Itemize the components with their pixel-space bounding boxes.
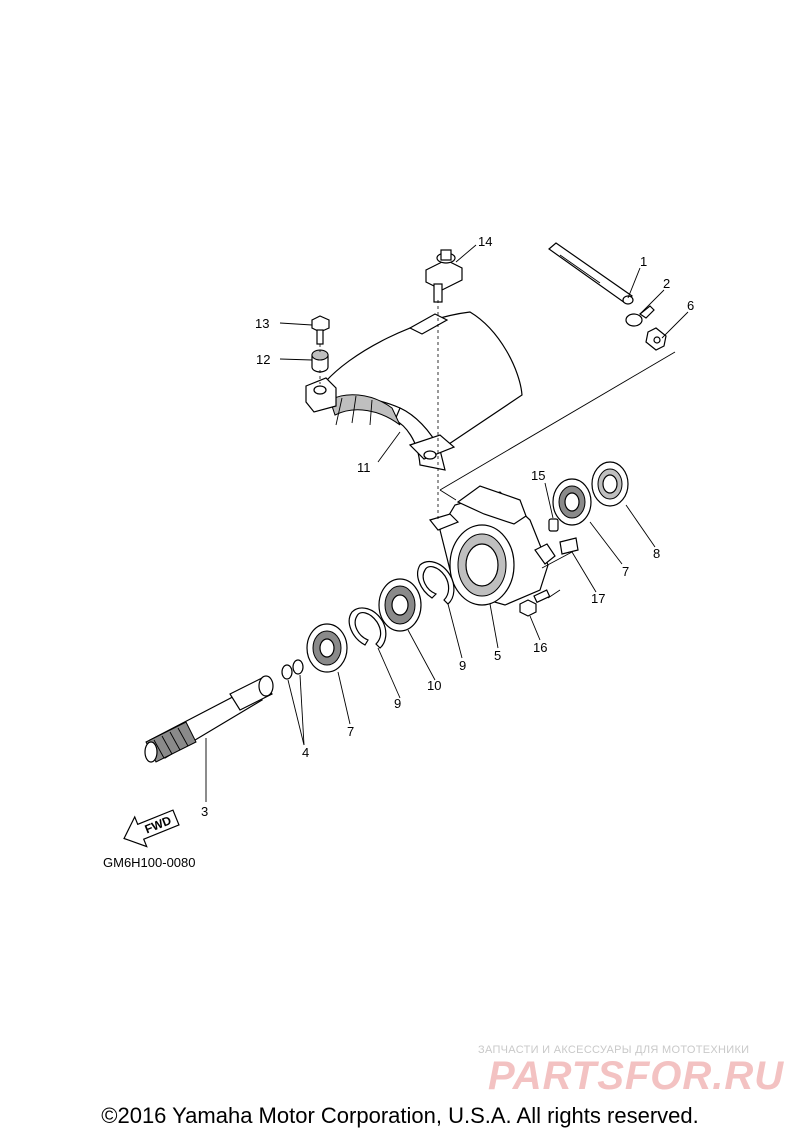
part-8-seal	[591, 461, 629, 507]
part-5-housing	[428, 485, 556, 606]
part-9-circlip-lower	[348, 607, 387, 649]
leader-lines	[205, 244, 689, 802]
callout-8: 8	[653, 546, 660, 561]
callout-9-upper: 9	[459, 658, 466, 673]
part-1-rod	[548, 242, 634, 305]
callout-13: 13	[255, 316, 269, 331]
watermark-logo: PARTSFOR.RU	[488, 1054, 785, 1098]
callout-1: 1	[640, 254, 647, 269]
part-3-shaft	[144, 675, 274, 763]
callout-17: 17	[591, 591, 605, 606]
callout-7-lower: 7	[347, 724, 354, 739]
part-17-shim	[559, 537, 579, 555]
callout-9-lower: 9	[394, 696, 401, 711]
callout-6: 6	[687, 298, 694, 313]
part-16-bolt	[519, 589, 551, 617]
callout-12: 12	[256, 352, 270, 367]
callout-15: 15	[531, 468, 545, 483]
copyright-footer: ©2016 Yamaha Motor Corporation, U.S.A. A…	[101, 1103, 699, 1128]
part-6-fitting	[645, 327, 667, 351]
part-14-fastener	[425, 249, 463, 303]
part-4-o-rings	[281, 659, 304, 680]
callout-3: 3	[201, 804, 208, 819]
callout-labels: 1 2 3 4 5 6 7 7 8 9 9 10 11 12 13 14 15 …	[201, 234, 694, 819]
callout-5: 5	[494, 648, 501, 663]
part-11-cover	[305, 311, 523, 471]
part-15-pin	[548, 518, 559, 532]
part-2-clip	[625, 305, 655, 327]
watermark-tagline: ЗАПЧАСТИ И АКСЕССУАРЫ ДЛЯ МОТОТЕХНИКИ	[478, 1044, 750, 1056]
diagram-code: GM6H100-0080	[103, 855, 196, 870]
callout-7-upper: 7	[622, 564, 629, 579]
fwd-arrow: FWD	[123, 809, 180, 848]
part-9-circlip-upper	[417, 561, 455, 605]
callout-11: 11	[357, 460, 371, 475]
part-7-bearing-upper	[552, 478, 592, 526]
part-12-collar	[311, 349, 329, 373]
assembly-lines	[319, 300, 676, 520]
callout-16: 16	[533, 640, 547, 655]
part-7-bearing-lower	[306, 623, 348, 673]
callout-14: 14	[478, 234, 492, 249]
callout-4: 4	[302, 745, 309, 760]
callout-2: 2	[663, 276, 670, 291]
part-10-bearing	[378, 578, 422, 632]
part-13-bolt	[311, 315, 330, 345]
callout-10: 10	[427, 678, 441, 693]
